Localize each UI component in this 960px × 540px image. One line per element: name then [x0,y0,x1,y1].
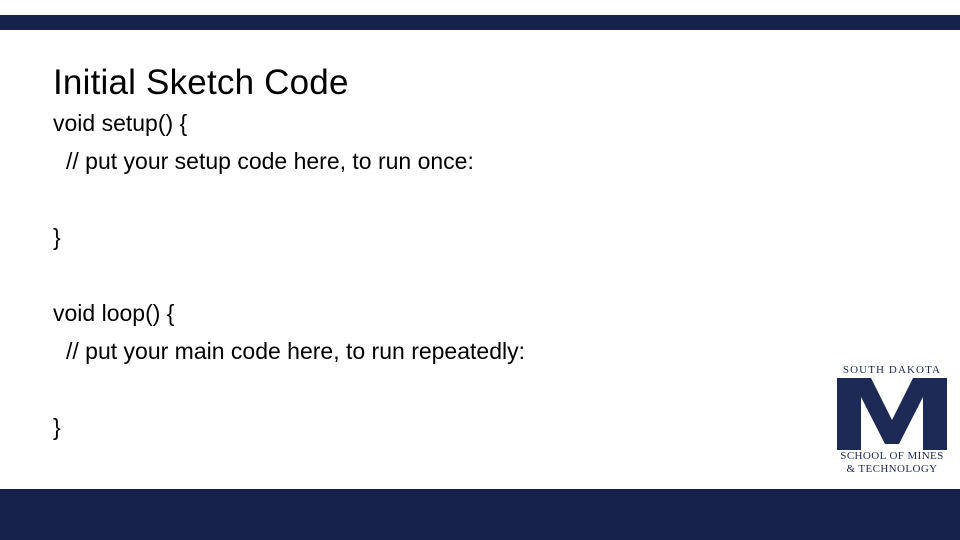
top-accent-bar [0,15,960,30]
sd-mines-logo: SOUTH DAKOTA SCHOOL OF MINES & TECHNOLOG… [833,364,951,484]
logo-bottom-text-line-2: & TECHNOLOGY [846,463,938,475]
code-line: } [53,414,61,440]
code-line: } [53,224,61,250]
bottom-accent-bar [0,489,960,540]
code-line: void loop() { [53,300,175,326]
page-title: Initial Sketch Code [53,63,349,103]
code-line: void setup() { [53,110,188,136]
logo-top-text: SOUTH DAKOTA [842,364,942,376]
code-line: // put your main code here, to run repea… [66,338,525,364]
code-line-blank [53,256,813,294]
logo-bottom-text-line-1: SCHOOL OF MINES [840,450,944,462]
code-line: // put your setup code here, to run once… [66,148,474,174]
code-line-blank [53,180,813,218]
logo-m-monogram-icon [833,378,951,450]
code-line-blank [53,370,813,408]
code-block: void setup() { // put your setup code he… [53,104,813,446]
